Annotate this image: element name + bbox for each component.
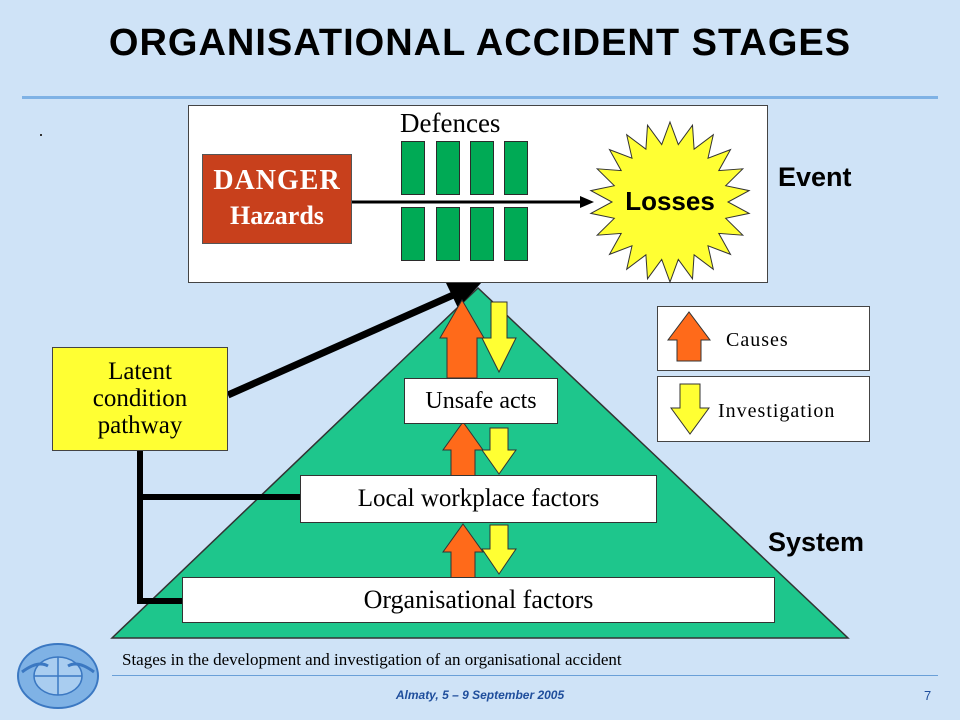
- danger-label: DANGER: [213, 165, 341, 196]
- danger-hazards-box: DANGER Hazards: [202, 154, 352, 244]
- system-label: System: [768, 527, 865, 557]
- latent-line-3: pathway: [97, 412, 183, 439]
- defence-barrier: [504, 207, 528, 261]
- latent-line-2: condition: [92, 385, 188, 412]
- page-number: 7: [924, 688, 932, 703]
- footer-venue: Almaty, 5 – 9 September 2005: [395, 688, 565, 702]
- legend-investigation-label: Investigation: [718, 400, 836, 422]
- title-divider: [22, 96, 938, 99]
- latent-line-1: Latent: [108, 358, 172, 385]
- defence-barrier: [436, 141, 460, 195]
- unsafe-acts-box: Unsafe acts: [404, 378, 558, 424]
- latent-condition-pathway-box: Latent condition pathway: [52, 347, 228, 451]
- latent-to-event-arrow: [226, 288, 462, 399]
- page-title: ORGANISATIONAL ACCIDENT STAGES: [108, 22, 852, 64]
- icao-logo: [17, 643, 99, 709]
- diagram-caption: Stages in the development and investigat…: [122, 650, 622, 669]
- stray-dot: [40, 134, 42, 136]
- defences-label: Defences: [400, 108, 501, 138]
- footer-divider: [112, 675, 938, 676]
- organisational-factors-box: Organisational factors: [182, 577, 775, 623]
- losses-label: Losses: [625, 186, 715, 216]
- defence-barrier: [401, 141, 425, 195]
- hazards-label: Hazards: [230, 201, 324, 230]
- defence-barrier: [504, 141, 528, 195]
- defence-barrier: [470, 207, 494, 261]
- defence-barrier: [470, 141, 494, 195]
- local-workplace-factors-box: Local workplace factors: [300, 475, 657, 523]
- event-label: Event: [778, 162, 852, 192]
- legend-causes-label: Causes: [726, 329, 789, 351]
- defence-barrier: [401, 207, 425, 261]
- defence-barrier: [436, 207, 460, 261]
